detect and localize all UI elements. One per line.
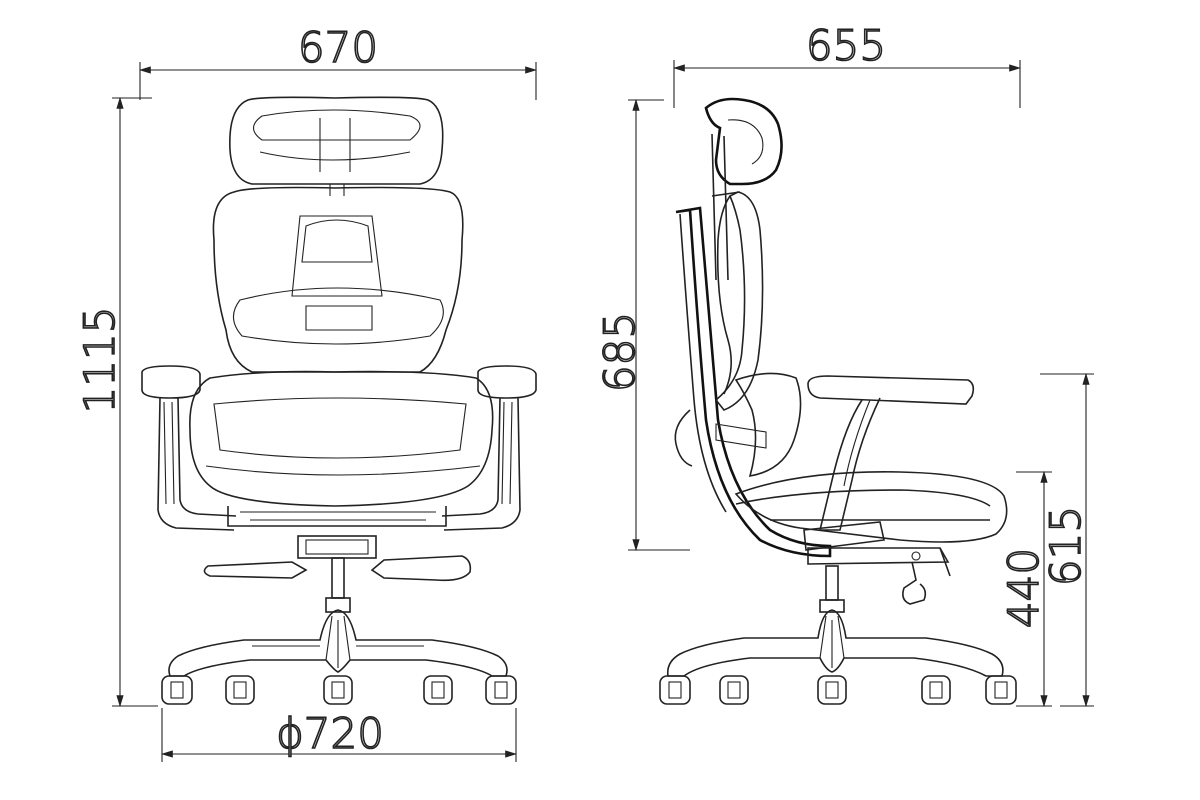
front-base	[168, 609, 508, 677]
dim-armrest-height: 615	[1041, 506, 1090, 586]
front-seat	[189, 370, 494, 507]
dim-side-depth: 655	[806, 21, 886, 70]
side-base	[666, 609, 1004, 677]
front-left-armrest	[141, 365, 201, 399]
side-seat	[734, 471, 1008, 543]
side-backrest-mesh	[714, 191, 764, 411]
side-headrest	[704, 97, 783, 186]
front-backrest	[212, 186, 464, 373]
dim-backrest-height: 685	[595, 312, 644, 392]
dimension-lines	[112, 60, 1094, 762]
front-right-armrest	[477, 365, 537, 399]
dim-front-height: 1115	[75, 307, 124, 414]
side-view	[659, 97, 1017, 705]
front-wheels	[161, 675, 517, 705]
side-wheels	[659, 675, 1017, 705]
dim-seat-height: 440	[999, 548, 1048, 628]
dimension-labels: 670 1115 ϕ720 655 685 440 615	[74, 20, 1091, 759]
front-view	[141, 96, 537, 705]
side-back-frame	[675, 206, 832, 558]
side-armrest	[807, 375, 975, 405]
dim-front-width: 670	[298, 23, 378, 72]
front-headrest	[229, 96, 444, 185]
dim-base-diameter: ϕ720	[276, 709, 384, 758]
